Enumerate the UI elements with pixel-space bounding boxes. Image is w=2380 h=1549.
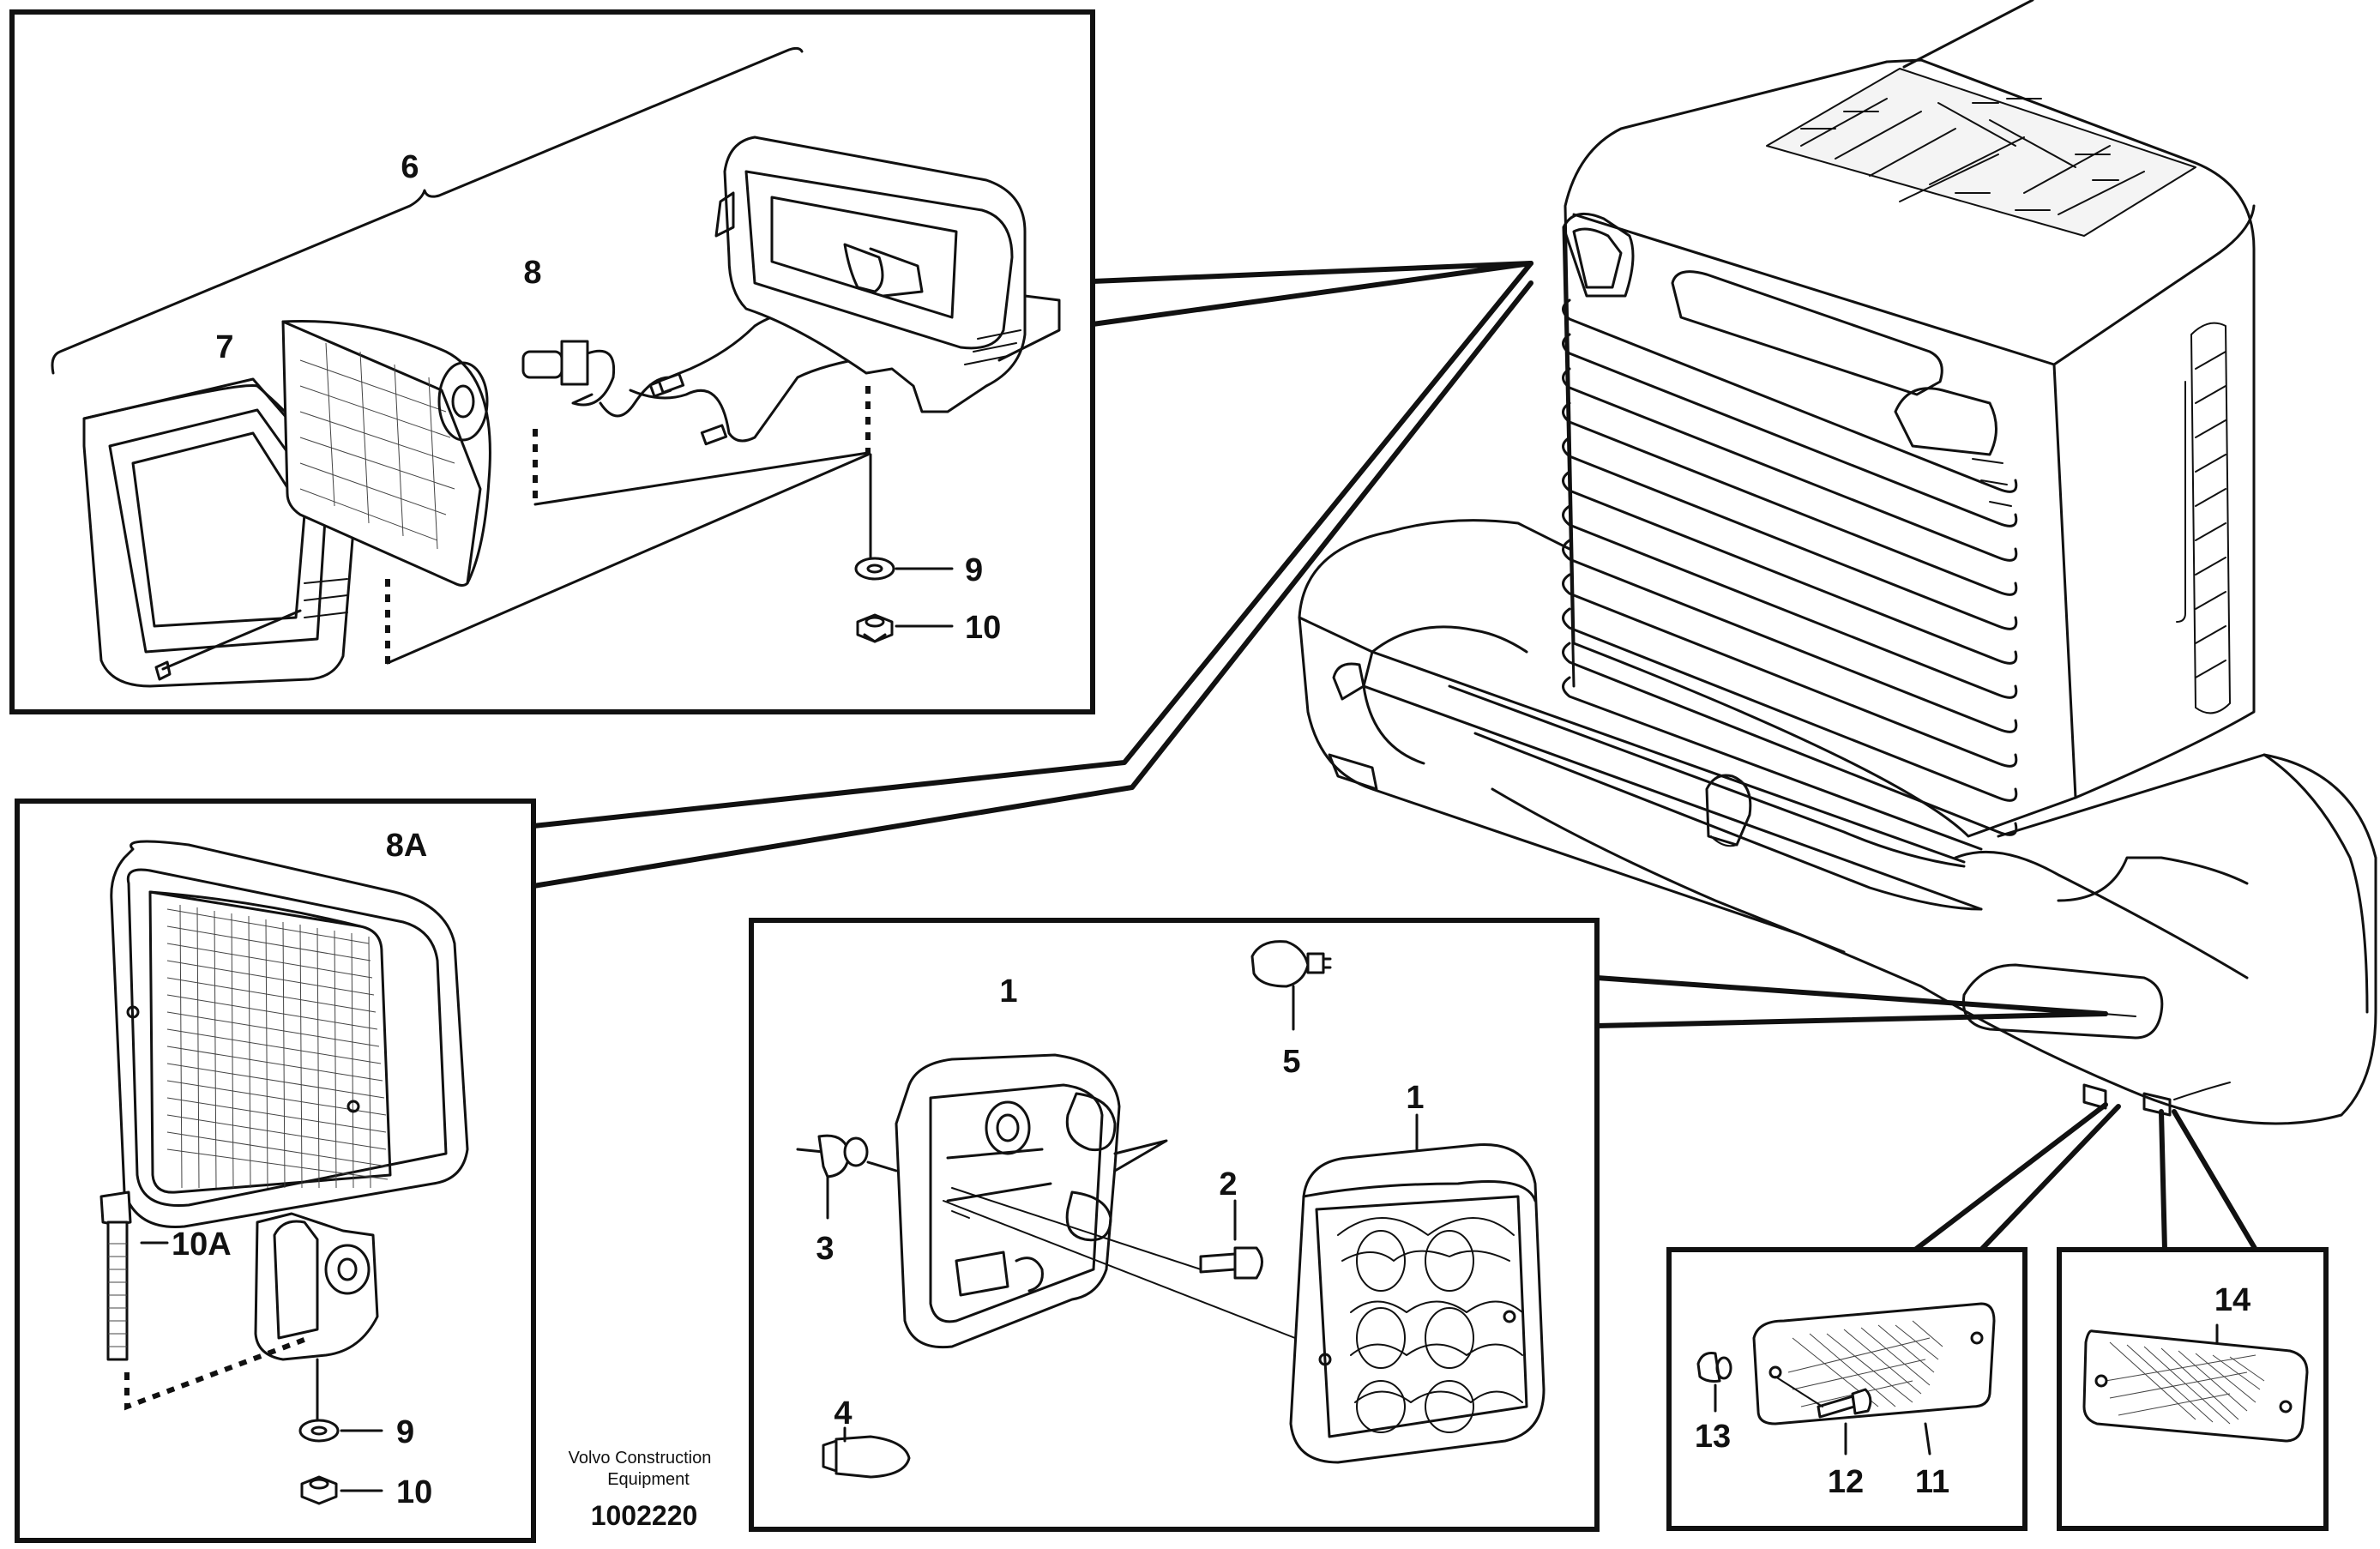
callout-10: 10 xyxy=(965,610,1001,646)
callout-11: 11 xyxy=(1915,1464,1949,1500)
callout-7: 7 xyxy=(215,329,233,365)
callout-4: 4 xyxy=(834,1395,852,1431)
alt-work-lamp-view xyxy=(99,840,469,1505)
callout-labels: 6 7 8 9 10 8A 10A 9 10 1 5 1 2 3 4 14 13… xyxy=(172,149,2250,1510)
callout-1-housing: 1 xyxy=(999,973,1017,1010)
machine-front-illustration xyxy=(1298,0,2377,1125)
detail-box-alt-work-lamp xyxy=(15,799,536,1543)
reflector-view xyxy=(2082,1323,2309,1443)
callout-8A: 8A xyxy=(386,828,428,864)
detail-box-reflector xyxy=(2057,1247,2329,1531)
callout-10-alt: 10 xyxy=(396,1474,432,1510)
callout-2: 2 xyxy=(1219,1166,1237,1202)
detail-box-direction-indicator xyxy=(749,918,1600,1532)
detail-box-work-lamp xyxy=(9,9,1095,714)
publisher-subtitle: Equipment xyxy=(607,1470,690,1489)
callout-13: 13 xyxy=(1695,1419,1731,1455)
publisher-name: Volvo Construction xyxy=(569,1449,712,1468)
box-leader-lines xyxy=(531,261,2258,1252)
callout-10A: 10A xyxy=(172,1227,232,1263)
detail-box-reflector-bolted xyxy=(1666,1247,2028,1531)
callout-3: 3 xyxy=(816,1231,834,1267)
callout-5: 5 xyxy=(1282,1044,1300,1080)
callout-8: 8 xyxy=(523,255,541,291)
callout-6: 6 xyxy=(401,149,419,185)
drawing-number: 1002220 xyxy=(591,1500,698,1531)
direction-indicator-view xyxy=(796,940,1545,1479)
callout-12: 12 xyxy=(1828,1464,1864,1500)
callout-1-lens: 1 xyxy=(1406,1080,1424,1116)
reflector-bolted-view xyxy=(1696,1302,1996,1456)
publisher-caption: Volvo Construction Equipment 1002220 xyxy=(569,1449,712,1531)
work-lamp-exploded-view xyxy=(51,46,1061,688)
callout-9-alt: 9 xyxy=(396,1414,414,1450)
callout-14: 14 xyxy=(2214,1282,2250,1318)
callout-9: 9 xyxy=(965,552,983,588)
